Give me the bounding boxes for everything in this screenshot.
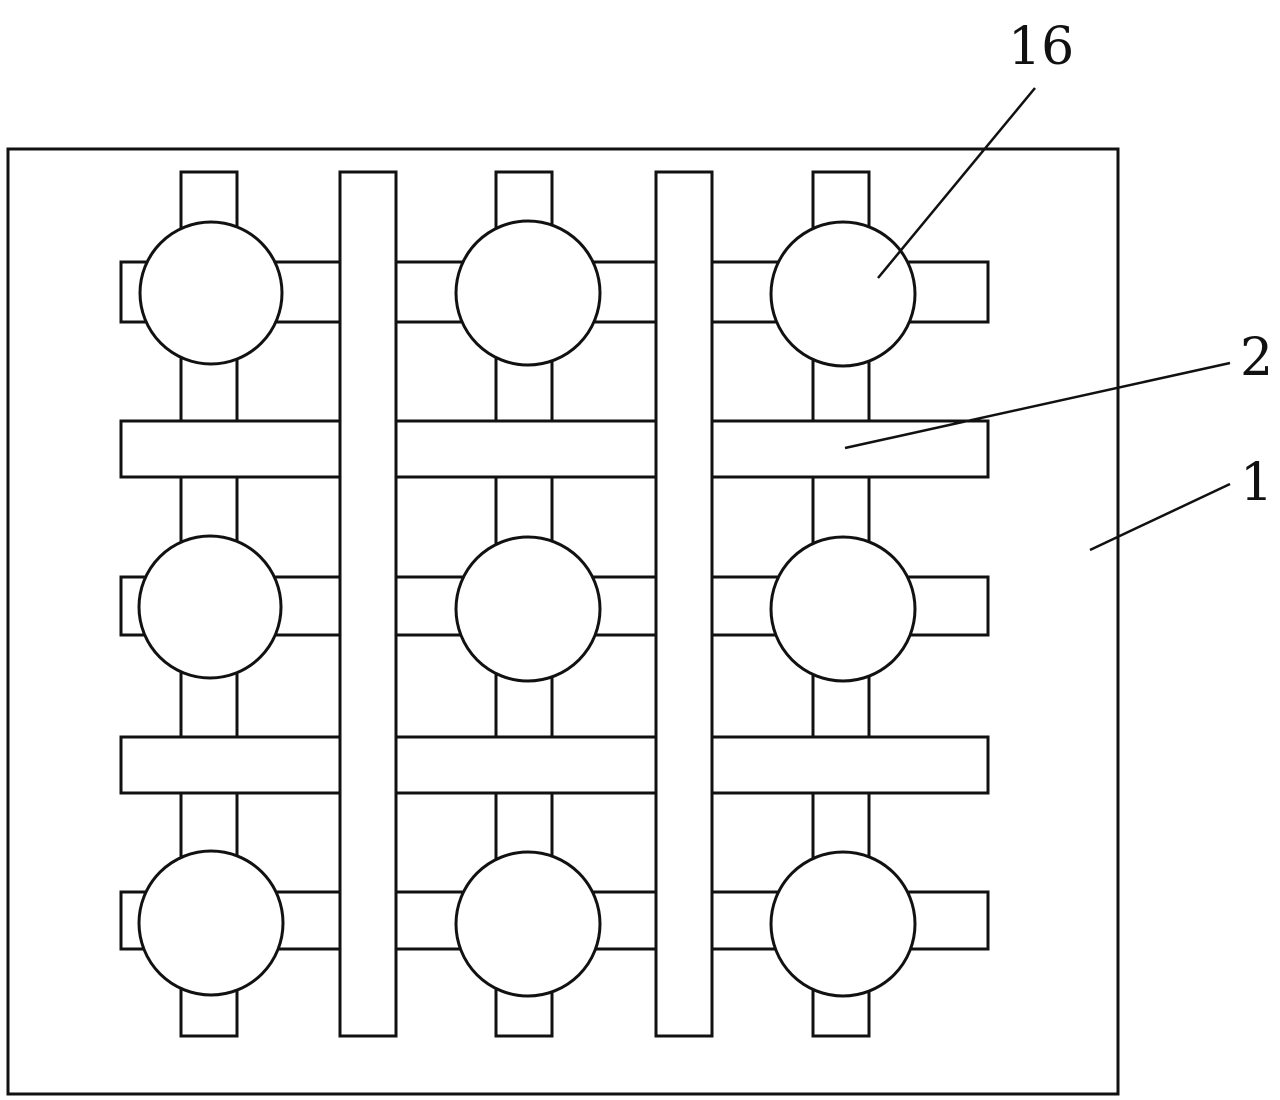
horizontal-bar-4 (119, 735, 990, 795)
long-vertical-bars (338, 170, 714, 1038)
balls (137, 219, 917, 998)
ball (137, 849, 285, 997)
ball (454, 850, 602, 998)
ball (769, 535, 917, 683)
ball (769, 220, 917, 368)
callout-ball: 16 (1008, 17, 1074, 77)
vertical-bar-4 (654, 170, 714, 1038)
vertical-bar-2 (338, 170, 398, 1038)
leader-line-bar (844, 361, 1231, 450)
leader-line-plate (1089, 482, 1231, 552)
ball (769, 850, 917, 998)
leader-line-ball (877, 87, 1036, 279)
ball (454, 219, 602, 367)
ball (454, 535, 602, 683)
horizontal-bar-2 (119, 419, 990, 479)
ball (137, 534, 283, 680)
callout-bar: 2 (1240, 328, 1273, 388)
ball (138, 220, 284, 366)
callout-plate: 1 (1240, 453, 1273, 513)
